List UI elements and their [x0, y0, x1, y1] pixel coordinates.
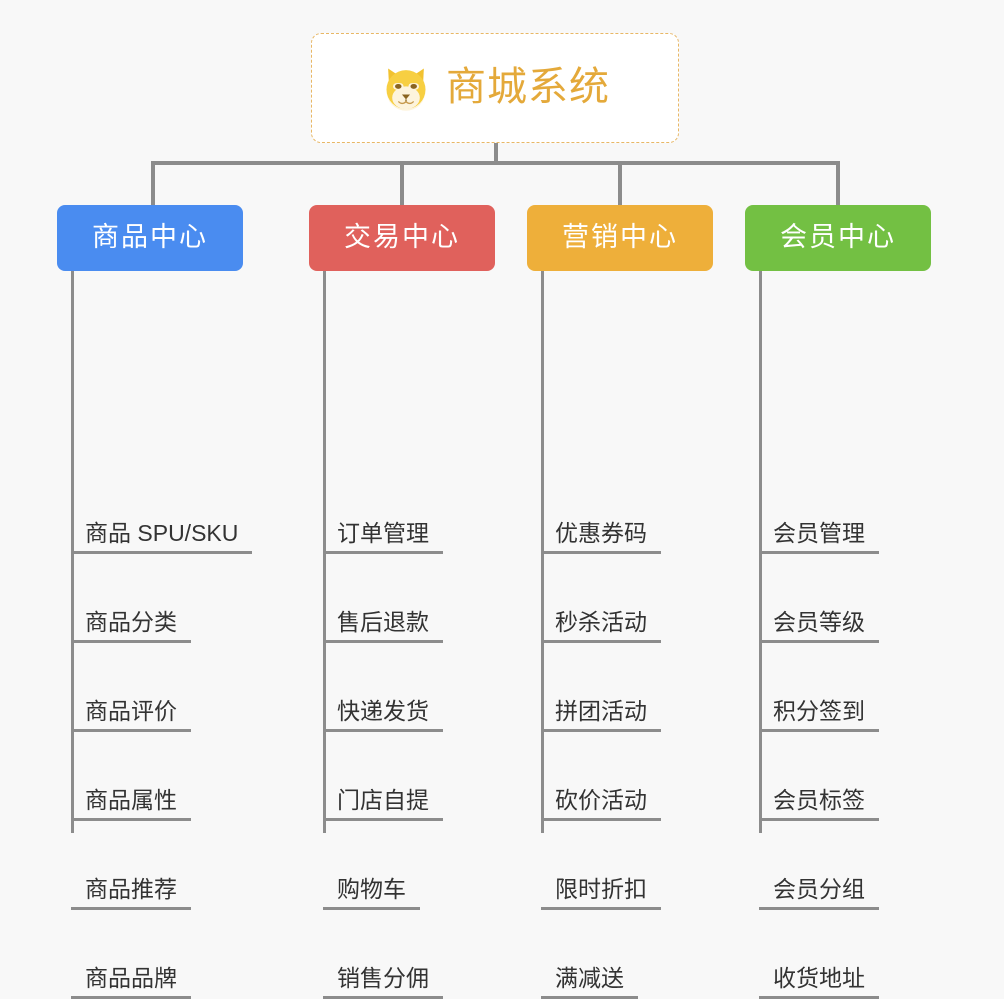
leaf-item[interactable]: 商品分类	[71, 591, 191, 643]
leaf-item[interactable]: 商品 SPU/SKU	[71, 502, 253, 554]
leaf-label: 秒杀活动	[555, 609, 647, 635]
category-box-member-center[interactable]: 会员中心	[745, 205, 931, 271]
leaf-item[interactable]: 优惠券码	[541, 502, 661, 554]
leaf-item[interactable]: 会员等级	[759, 591, 879, 643]
connector-root-stem	[494, 143, 498, 164]
leaf-item[interactable]: 订单管理	[323, 502, 443, 554]
leaf-item[interactable]: 商品属性	[71, 769, 191, 821]
leaf-label: 商品 SPU/SKU	[85, 520, 239, 546]
leaf-label: 商品分类	[85, 609, 177, 635]
leaf-item[interactable]: 销售分佣	[323, 947, 443, 999]
leaf-label: 收货地址	[773, 965, 865, 991]
leaf-label: 优惠券码	[555, 520, 647, 546]
connector-drop-3	[618, 161, 622, 205]
leaf-item[interactable]: 售后退款	[323, 591, 443, 643]
leaf-label: 商品推荐	[85, 876, 177, 902]
leaf-label: 满减送	[555, 965, 624, 991]
leaf-label: 砍价活动	[555, 787, 647, 813]
connector-bus	[151, 161, 839, 165]
leaf-item[interactable]: 会员管理	[759, 502, 879, 554]
leaf-item[interactable]: 购物车	[323, 858, 420, 910]
leaf-item[interactable]: 满减送	[541, 947, 638, 999]
leaf-item[interactable]: 商品评价	[71, 680, 191, 732]
leaf-item[interactable]: 拼团活动	[541, 680, 661, 732]
leaf-label: 购物车	[337, 876, 406, 902]
leaf-label: 会员分组	[773, 876, 865, 902]
category-box-product-center[interactable]: 商品中心	[57, 205, 243, 271]
connector-drop-4	[836, 161, 840, 205]
leaf-item[interactable]: 会员标签	[759, 769, 879, 821]
root-title: 商城系统	[446, 64, 610, 109]
leaf-label: 会员等级	[773, 609, 865, 635]
category-label: 营销中心	[562, 221, 678, 252]
leaf-label: 快递发货	[337, 698, 429, 724]
leaf-item[interactable]: 砍价活动	[541, 769, 661, 821]
leaf-label: 商品属性	[85, 787, 177, 813]
architecture-diagram: 商城系统 商品中心 商品 SPU/SKU 商品分类 商品评价 商品属性 商品推荐…	[57, 33, 931, 999]
connector-drop-1	[151, 161, 155, 205]
leaf-label: 门店自提	[337, 787, 429, 813]
leaf-label: 积分签到	[773, 698, 865, 724]
leaf-label: 订单管理	[337, 520, 429, 546]
category-box-marketing-center[interactable]: 营销中心	[527, 205, 713, 271]
root-node-shop-system[interactable]: 商城系统	[311, 33, 679, 143]
category-label: 会员中心	[780, 221, 896, 252]
leaf-item[interactable]: 秒杀活动	[541, 591, 661, 643]
leaf-label: 销售分佣	[337, 965, 429, 991]
leaf-label: 商品评价	[85, 698, 177, 724]
category-box-trade-center[interactable]: 交易中心	[309, 205, 495, 271]
leaf-item[interactable]: 限时折扣	[541, 858, 661, 910]
leaf-item[interactable]: 门店自提	[323, 769, 443, 821]
connector-drop-2	[400, 161, 404, 205]
leaf-item[interactable]: 收货地址	[759, 947, 879, 999]
category-label: 商品中心	[92, 221, 208, 252]
leaf-item[interactable]: 积分签到	[759, 680, 879, 732]
leaf-item[interactable]: 会员分组	[759, 858, 879, 910]
leaf-label: 拼团活动	[555, 698, 647, 724]
leaf-item[interactable]: 商品品牌	[71, 947, 191, 999]
shiba-dog-icon	[386, 68, 426, 111]
leaf-item[interactable]: 商品推荐	[71, 858, 191, 910]
leaf-label: 售后退款	[337, 609, 429, 635]
leaf-label: 商品品牌	[85, 965, 177, 991]
leaf-label: 会员标签	[773, 787, 865, 813]
category-label: 交易中心	[344, 221, 460, 252]
leaf-label: 会员管理	[773, 520, 865, 546]
leaf-item[interactable]: 快递发货	[323, 680, 443, 732]
leaf-label: 限时折扣	[555, 876, 647, 902]
